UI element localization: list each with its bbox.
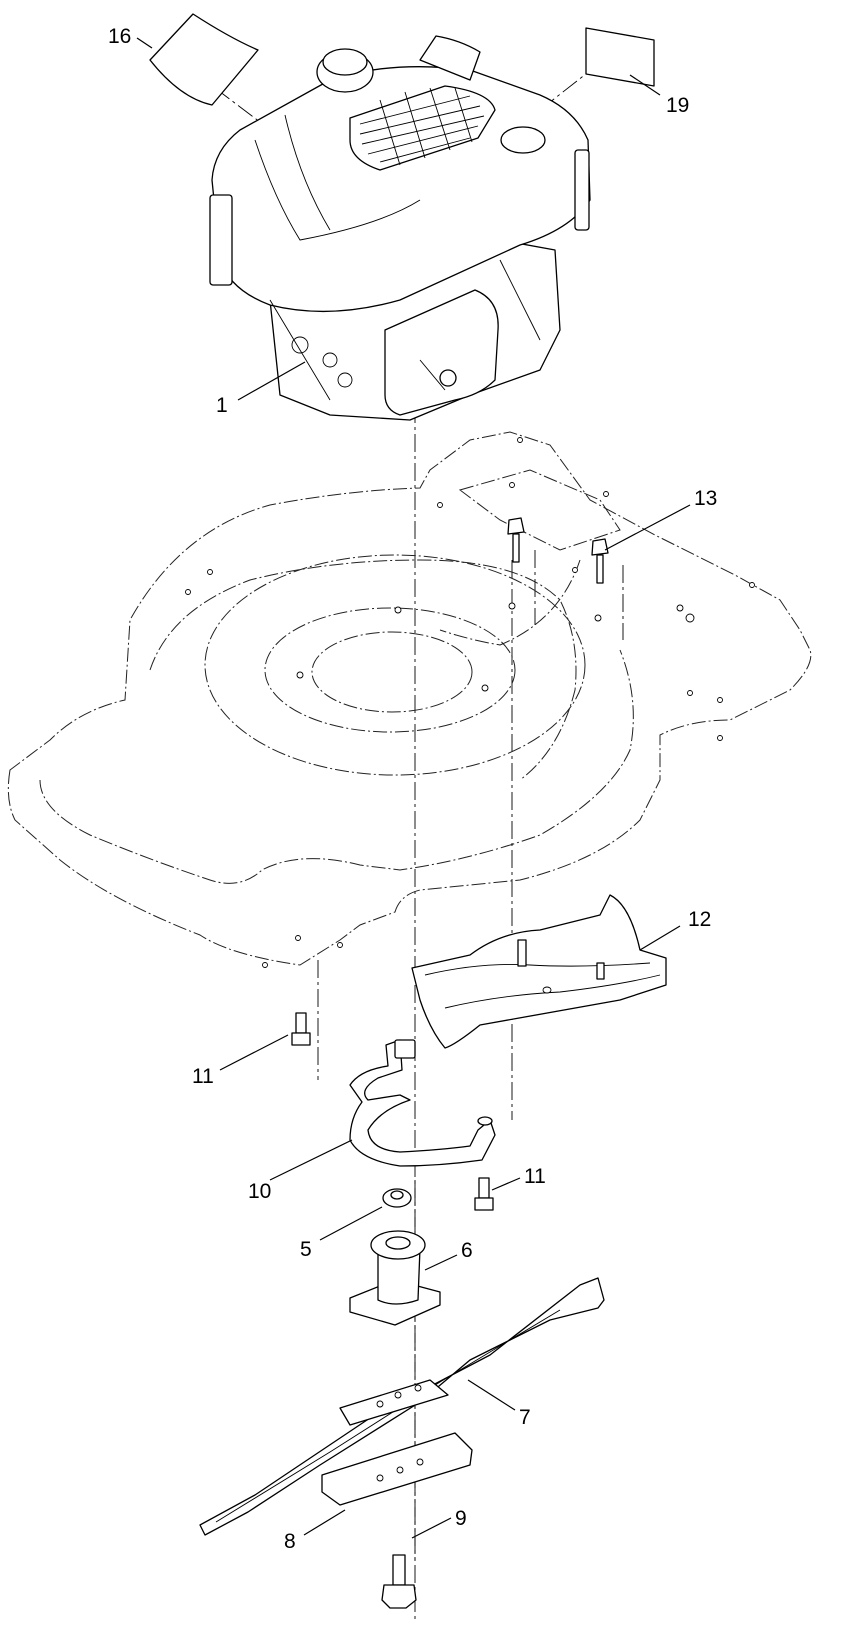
callout-5: 5	[300, 1238, 312, 1261]
bolt-13b	[591, 538, 609, 584]
engine-part-1	[209, 35, 591, 421]
adapter-part-6	[349, 1230, 441, 1326]
plate-part-8	[321, 1432, 473, 1506]
bracket-part-10	[349, 1039, 496, 1167]
bolts-part-13	[507, 517, 609, 584]
callout-12: 12	[688, 908, 711, 931]
callout-9: 9	[455, 1507, 467, 1530]
callout-leaders	[136, 37, 691, 1539]
callout-13: 13	[694, 487, 717, 510]
blade-part-7	[199, 1277, 605, 1536]
deck-holes	[185, 437, 755, 968]
callout-8: 8	[284, 1530, 296, 1553]
callout-1: 1	[216, 394, 228, 417]
callout-labels: 16 19 1 13 12 11 10 11 5 6 7 8 9	[108, 25, 717, 1553]
callout-10: 10	[248, 1180, 271, 1203]
callout-16: 16	[108, 25, 131, 48]
callout-6: 6	[461, 1239, 473, 1262]
callout-11-left: 11	[192, 1065, 214, 1088]
callout-7: 7	[519, 1406, 531, 1429]
washer-part-5	[382, 1188, 412, 1208]
mower-deck	[7, 431, 812, 968]
bolt-part-11-right	[474, 1177, 494, 1211]
bolt-part-9	[381, 1554, 417, 1609]
bolt-13a	[507, 517, 525, 563]
decal-part-16	[149, 13, 259, 106]
callout-11-right: 11	[524, 1165, 546, 1188]
label-part-19	[585, 27, 655, 87]
bolt-part-11-left	[291, 1012, 311, 1046]
callout-19: 19	[666, 94, 689, 117]
baffle-part-12	[411, 894, 667, 1049]
